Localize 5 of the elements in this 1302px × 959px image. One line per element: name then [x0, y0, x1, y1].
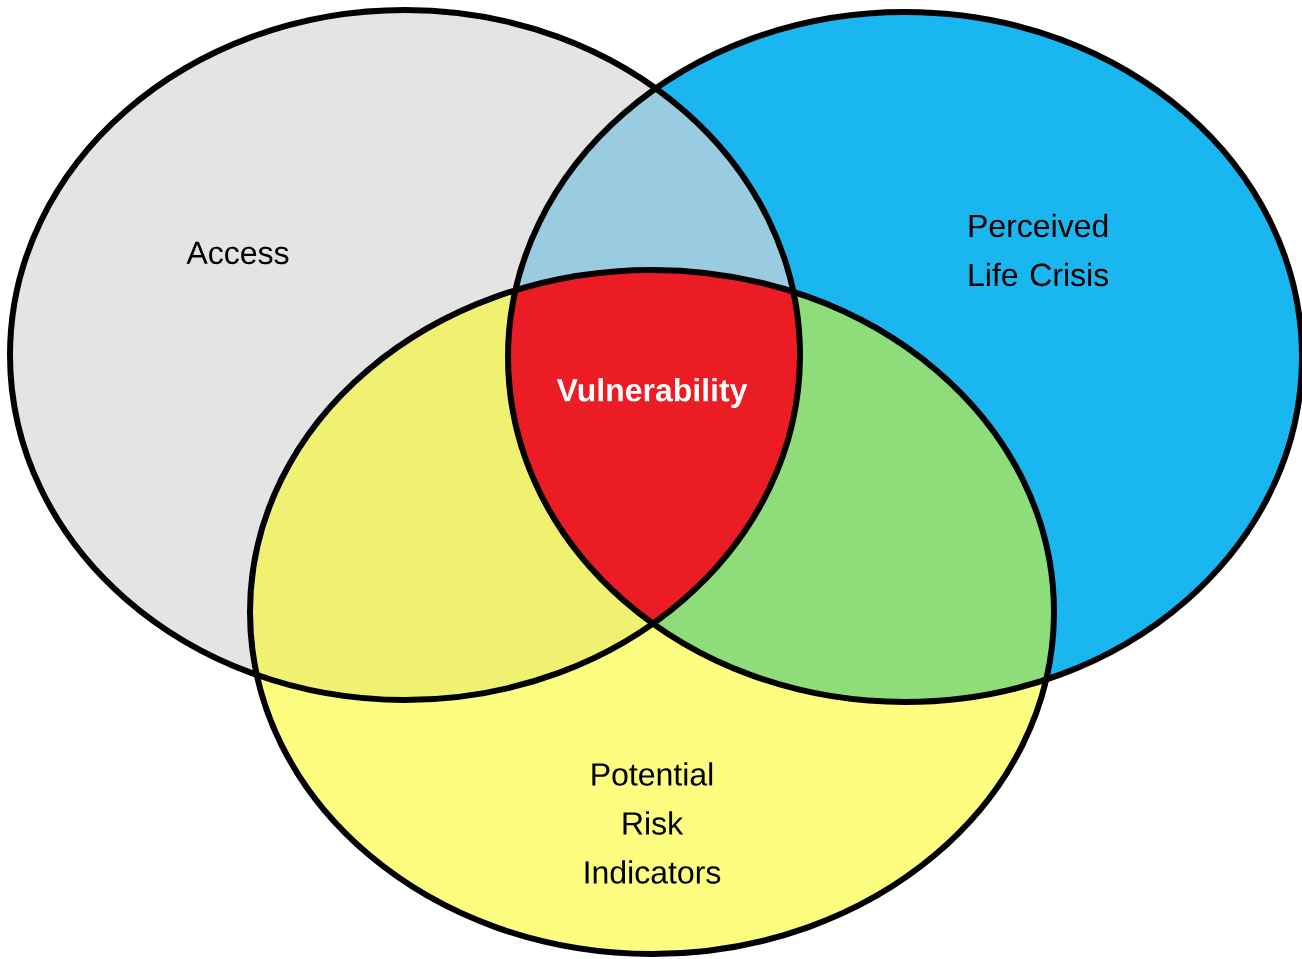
- overlap-label: Vulnerability: [556, 378, 748, 408]
- ellipse-label: Perceived Life Crisis: [969, 213, 1109, 287]
- ellipse-label: Access: [186, 241, 289, 265]
- ellipse: [7, 7, 803, 703]
- ellipse-label: Potential Risk Indicators: [585, 762, 721, 884]
